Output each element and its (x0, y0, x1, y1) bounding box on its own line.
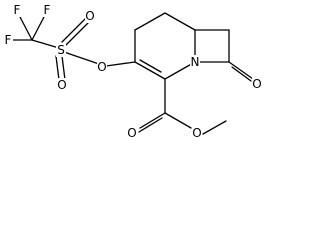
atom-labels: F F F S O O O N (3, 3, 262, 140)
bond-c8-o-lactam-2 (231, 66, 252, 82)
svg-text:O: O (85, 9, 94, 23)
bond-cester-o-carbonyl-2 (138, 117, 163, 133)
fluorine-atom-left: F (3, 33, 13, 47)
svg-text:O: O (57, 78, 66, 92)
chemical-structure-diagram: F F F S O O O N (3, 3, 262, 140)
lactam-oxygen: O (252, 77, 262, 91)
bond-c5-c6 (164, 12, 196, 31)
bridging-oxygen: O (97, 60, 107, 74)
ester-carbonyl-oxygen: O (127, 126, 137, 140)
svg-text:S: S (57, 43, 65, 57)
svg-text:F: F (5, 33, 12, 47)
svg-text:F: F (44, 3, 51, 17)
sulfur-atom: S (56, 43, 66, 57)
bond-s-o-bridge (63, 51, 100, 65)
sulfonyl-oxygen-bottom: O (57, 78, 67, 92)
svg-text:O: O (127, 126, 136, 140)
fluorine-atom-top-right: F (42, 3, 52, 17)
svg-text:O: O (97, 60, 106, 74)
bond-c2-c3-inner (139, 59, 162, 73)
bond-s-o-bottom-2 (61, 55, 66, 81)
nitrogen-atom: N (190, 55, 200, 69)
ester-ether-oxygen: O (192, 126, 202, 140)
bond-cester-o-ether (164, 112, 192, 129)
svg-text:F: F (14, 3, 21, 17)
bond-c-f3 (31, 14, 46, 41)
svg-text:O: O (192, 126, 201, 140)
bond-cester-o-carbonyl-1 (139, 112, 166, 129)
sulfonyl-oxygen-top: O (85, 9, 95, 23)
bond-c8-o-lactam-1 (228, 61, 254, 80)
bond-c4-c5 (134, 12, 166, 31)
bond-o-bridge-ring (105, 61, 136, 67)
bond-c-f2 (18, 14, 33, 41)
bond-c-s (31, 39, 60, 49)
bonds (11, 12, 254, 135)
svg-text:N: N (191, 55, 200, 69)
bond-s-o-bottom-1 (55, 55, 60, 81)
fluorine-atom-top-left: F (12, 3, 22, 17)
bond-c2-c3 (134, 61, 166, 80)
bond-o-ether-methyl (202, 120, 227, 135)
bond-s-o-top-1 (61, 17, 87, 43)
bond-s-o-top-2 (65, 22, 89, 46)
svg-text:O: O (252, 77, 261, 91)
